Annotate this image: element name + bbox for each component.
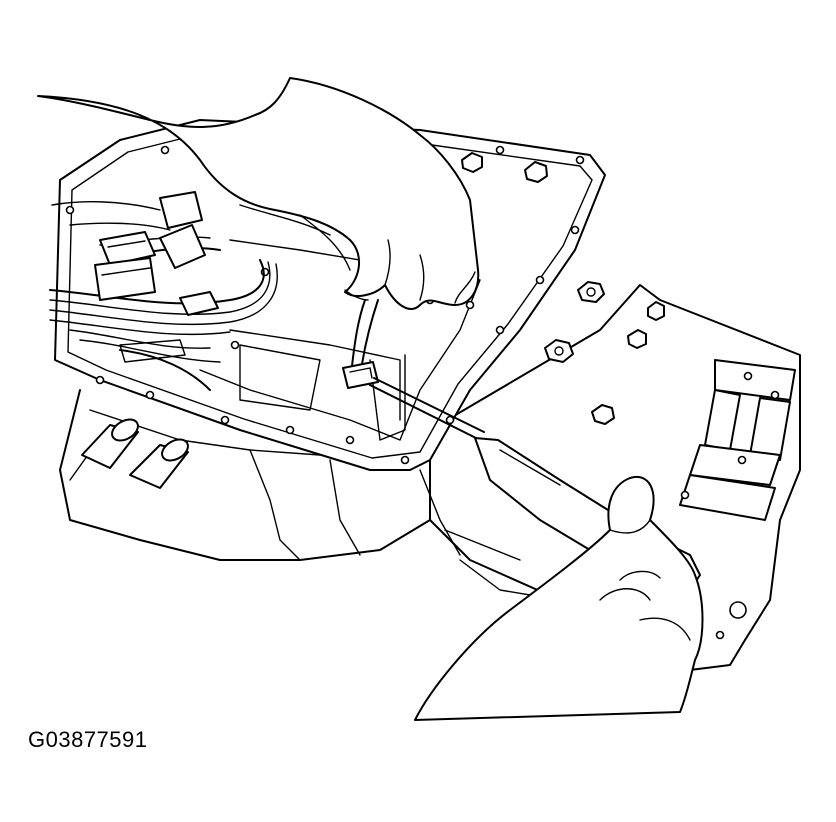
right-hand [415, 477, 703, 720]
bolt-head [525, 162, 547, 182]
connector-plug [160, 192, 202, 228]
solenoid-connector [343, 300, 378, 388]
bolt-head [648, 302, 664, 320]
connector-plug [160, 225, 205, 268]
figure-code: G03877591 [28, 727, 148, 752]
harness-connectors [95, 192, 205, 300]
flange-bolt-holes [67, 147, 584, 464]
case-fittings [82, 415, 192, 488]
bolt-head [462, 153, 482, 172]
case-bolts [462, 153, 664, 424]
case-bracket [680, 360, 795, 639]
connector-plug [95, 258, 155, 300]
bolt-head [545, 340, 573, 362]
left-hand [38, 78, 478, 309]
bolt-head [578, 282, 604, 302]
connector-plug [100, 232, 155, 265]
bolt-head [628, 330, 646, 348]
transmission-case-casting [60, 285, 800, 670]
bolt-head [592, 405, 614, 424]
